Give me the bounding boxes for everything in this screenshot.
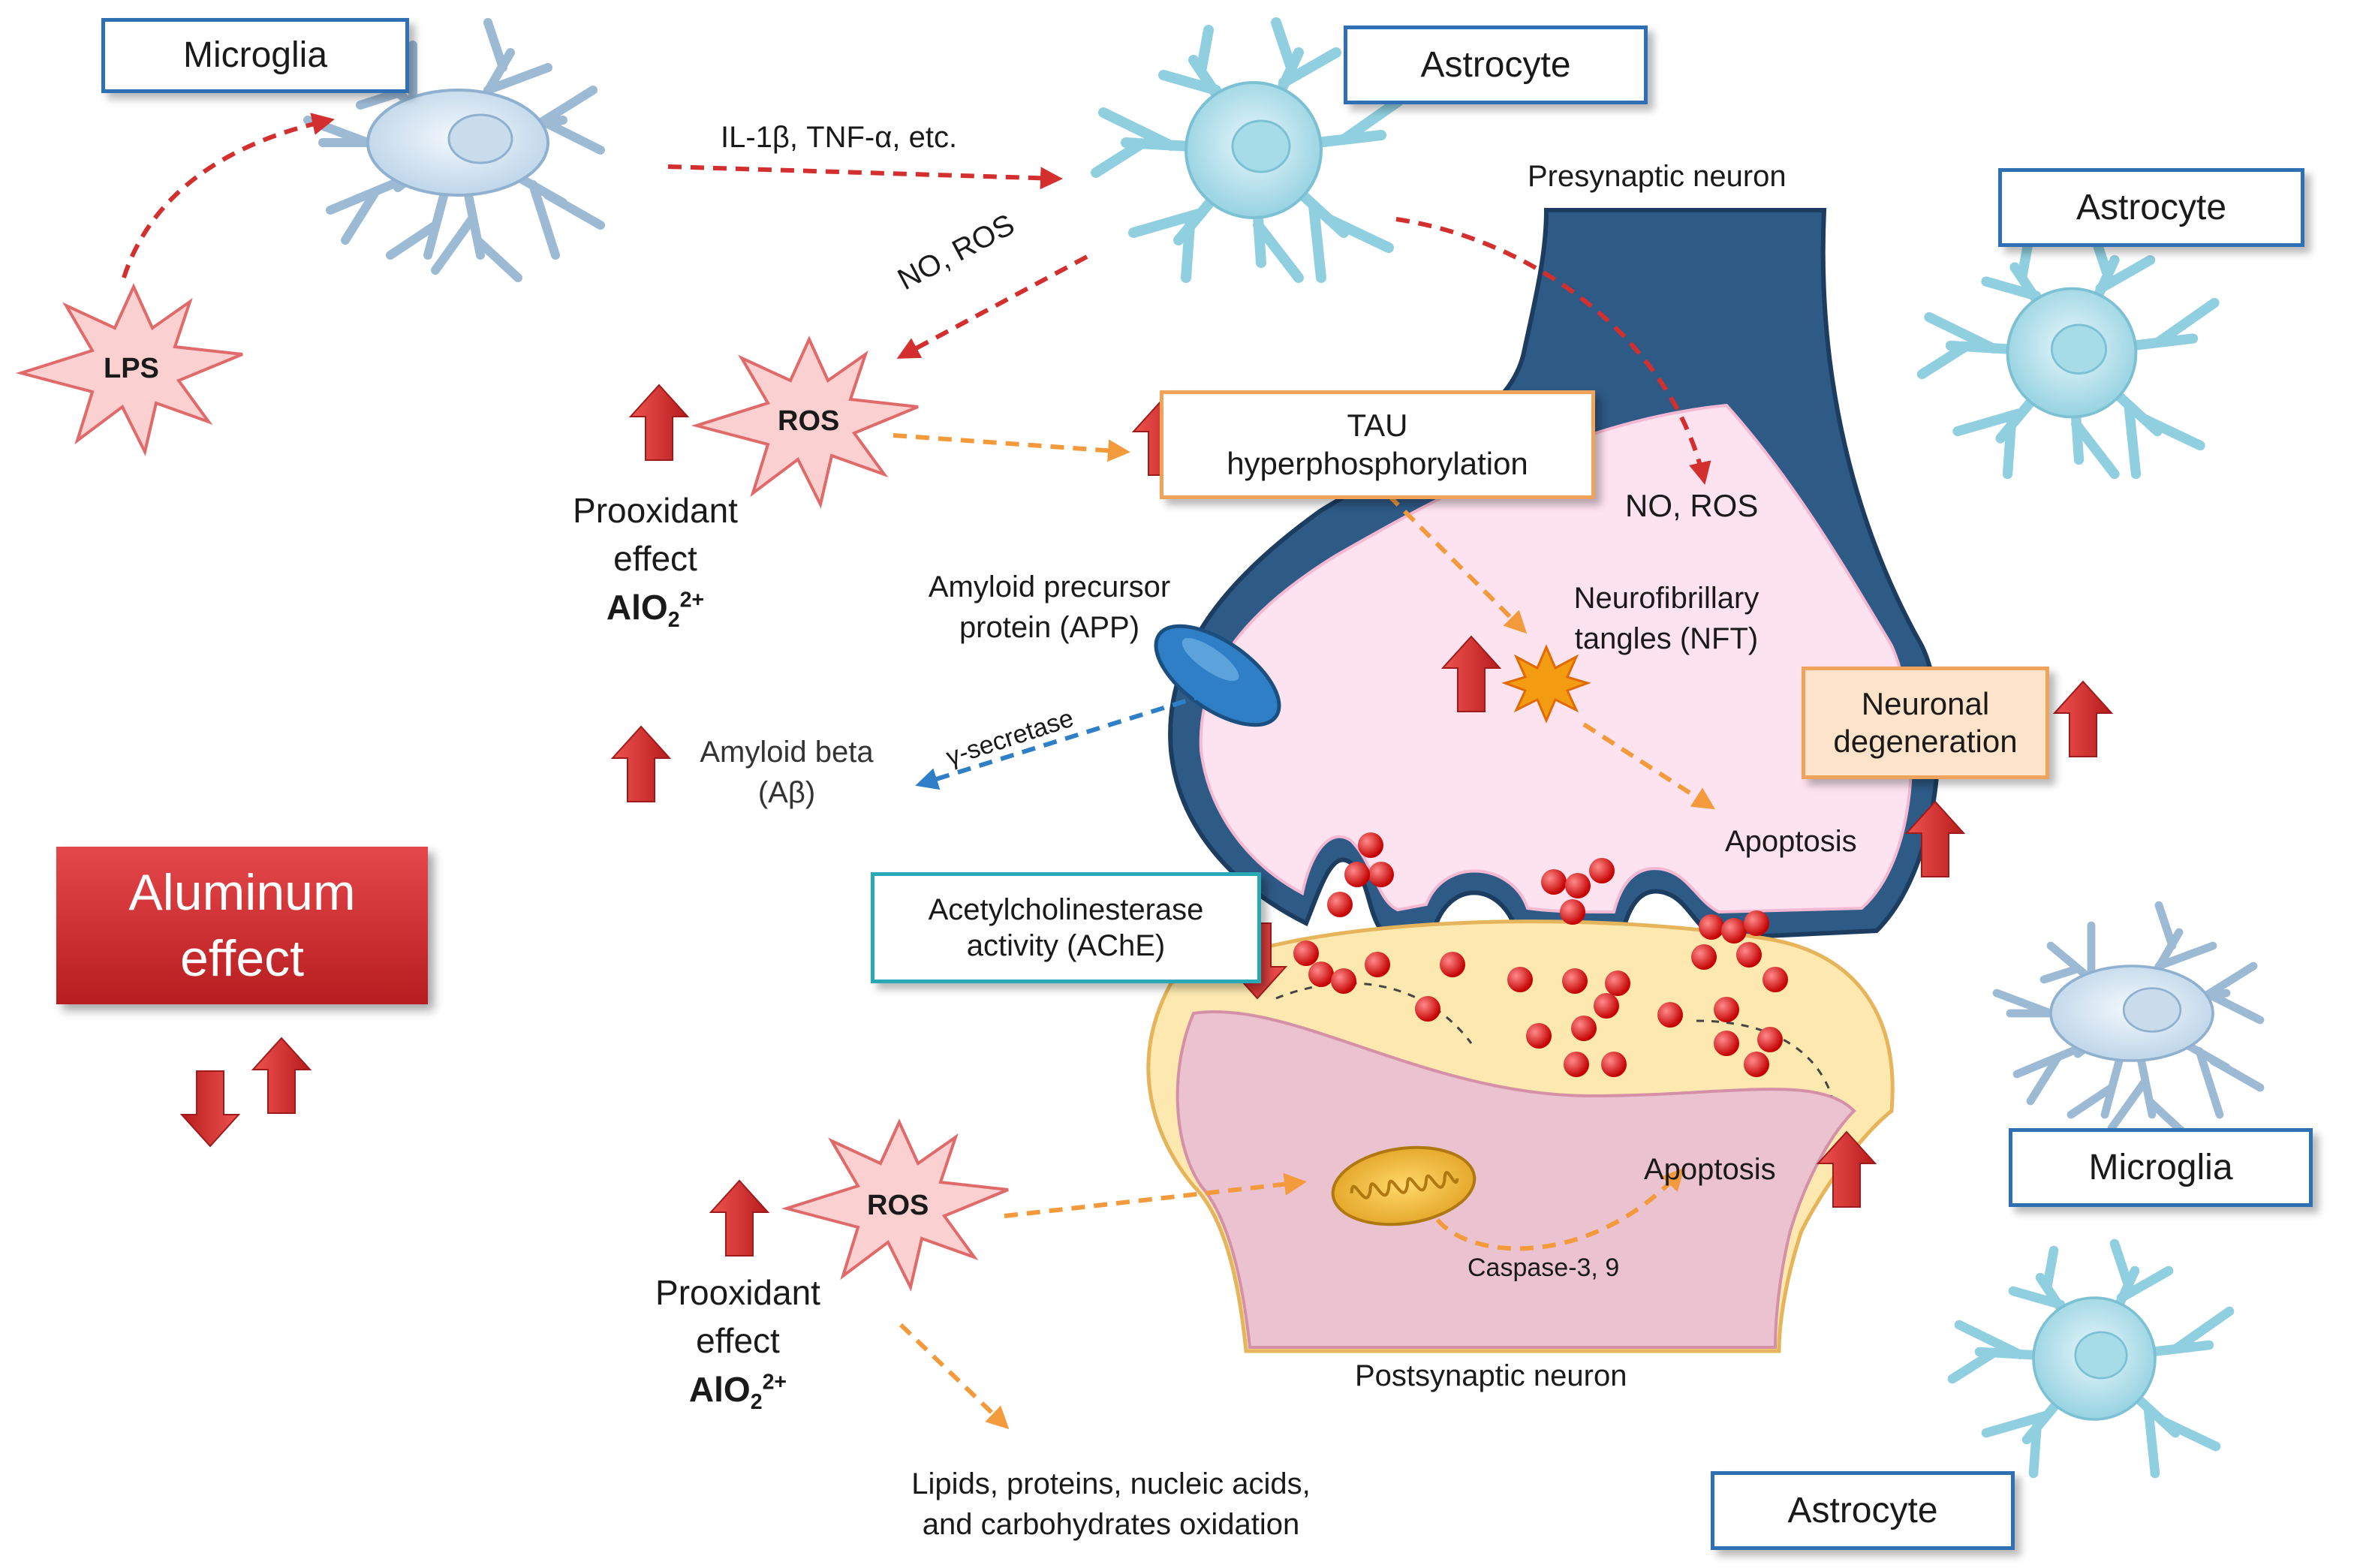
cytokines-label: IL-1β, TNF-α, etc.: [721, 121, 958, 154]
ache-line2: activity (AChE): [966, 929, 1166, 962]
no-ros-label: NO, ROS: [1625, 488, 1759, 523]
synaptic-vesicles: [1293, 832, 1788, 1077]
up-arrow-icon: [630, 384, 688, 461]
amyloid-beta-label: Amyloid beta (Aβ): [674, 732, 899, 813]
oxidation-label: Lipids, proteins, nucleic acids, and car…: [848, 1464, 1374, 1545]
abeta-line1: Amyloid beta: [700, 736, 874, 769]
up-arrow-icon: [612, 726, 670, 802]
burst-icon: [781, 1118, 1009, 1292]
app-line1: Amyloid precursor: [928, 570, 1171, 603]
prooxidant-line1: Prooxidant: [655, 1273, 820, 1312]
aluminum-effect-box: Aluminum effect: [56, 847, 428, 1004]
up-arrow-icon: [2054, 681, 2112, 757]
tangle-icon: [1501, 644, 1591, 724]
astrocyte-label: Astrocyte: [1344, 26, 1648, 104]
alo2-formula: AlO22+: [688, 1369, 787, 1414]
presynaptic-label: Presynaptic neuron: [1528, 160, 1787, 193]
ache-line1: Acetylcholinesterase: [928, 893, 1204, 926]
presynaptic-neuron: [1168, 208, 1941, 941]
microglia-icon: [1992, 901, 2265, 1139]
neuronal-degeneration-box: Neuronal degeneration: [1802, 667, 2049, 779]
ache-box: Acetylcholinesterase activity (AChE): [871, 872, 1261, 983]
postsynaptic-neuron: [1146, 919, 1895, 1353]
up-arrow-icon: [252, 1037, 311, 1114]
caspase-label: Caspase-3, 9: [1467, 1253, 1620, 1282]
astrocyte-icon: [1947, 1238, 2235, 1479]
receptor-icon: [1154, 624, 1281, 727]
nft-line1: Neurofibrillary: [1573, 582, 1759, 615]
microglia-label: Microglia: [101, 18, 409, 93]
ros-label: ROS: [778, 405, 840, 437]
burst-icon: [15, 283, 243, 456]
tau-line2: hyperphosphorylation: [1227, 445, 1528, 481]
prooxidant-line2: effect: [613, 539, 697, 579]
astrocyte-icon: [1091, 17, 1409, 283]
arrows: [122, 113, 1716, 1430]
postsynaptic-label: Postsynaptic neuron: [1355, 1359, 1627, 1392]
mitochondrion-icon: [1331, 1145, 1477, 1226]
down-arrow-icon: [181, 1070, 239, 1147]
ros-label: ROS: [867, 1190, 929, 1221]
up-arrow-icon: [710, 1180, 769, 1257]
aluminum-line1: Aluminum: [128, 863, 356, 921]
oxidation-line2: and carbohydrates oxidation: [922, 1508, 1300, 1541]
apoptosis-label: Apoptosis: [1644, 1153, 1776, 1186]
abeta-line2: (Aβ): [757, 776, 816, 809]
neuronal-line2: degeneration: [1833, 724, 2018, 759]
tau-box: TAU hyperphosphorylation: [1160, 390, 1595, 499]
prooxidant-effect: Prooxidant effect AlO22+: [637, 1269, 839, 1418]
astrocyte-label: Astrocyte: [1998, 168, 2304, 247]
apoptosis-label: Apoptosis: [1725, 825, 1857, 858]
aluminum-line2: effect: [179, 930, 305, 987]
prooxidant-effect: Prooxidant effect AlO22+: [554, 486, 757, 636]
prooxidant-line1: Prooxidant: [573, 491, 738, 530]
oxidation-line1: Lipids, proteins, nucleic acids,: [911, 1467, 1311, 1500]
app-line2: protein (APP): [959, 611, 1140, 644]
app-label: Amyloid precursor protein (APP): [899, 567, 1200, 648]
astrocyte-label: Astrocyte: [1711, 1471, 2015, 1550]
burst-icon: [691, 336, 919, 509]
neuronal-line1: Neuronal: [1861, 685, 1990, 721]
lps-label: LPS: [104, 353, 159, 384]
astrocyte-icon: [1916, 226, 2220, 480]
tau-line1: TAU: [1347, 408, 1408, 444]
nft-label: Neurofibrillary tangles (NFT): [1546, 578, 1787, 659]
alo2-formula: AlO22+: [606, 587, 705, 632]
nft-line2: tangles (NFT): [1574, 622, 1759, 655]
prooxidant-line2: effect: [696, 1321, 780, 1361]
microglia-label: Microglia: [2009, 1128, 2313, 1207]
